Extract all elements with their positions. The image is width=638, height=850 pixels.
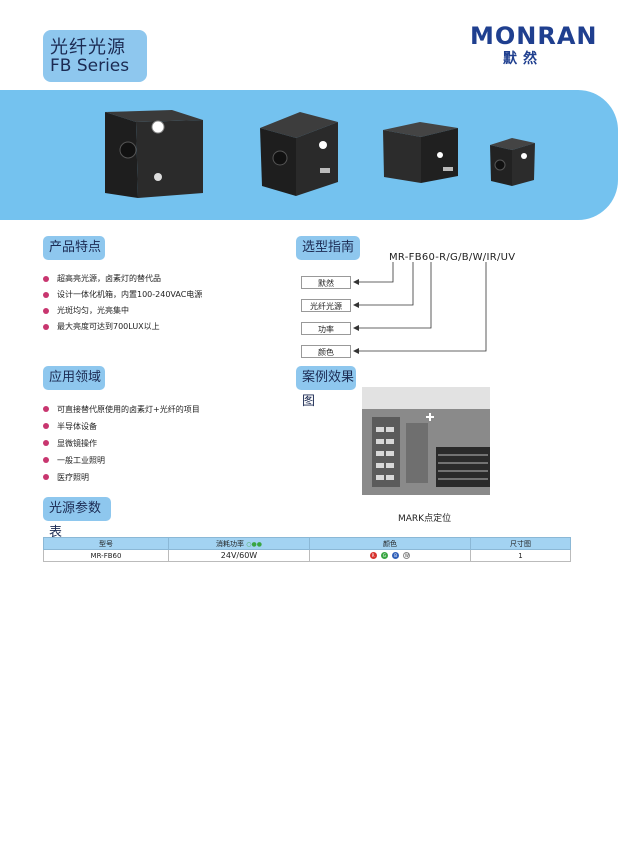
product-cube-mini [490, 138, 535, 186]
list-item: 一般工业照明 [43, 452, 200, 469]
list-item: 超高亮光源，卤素灯的替代品 [43, 271, 202, 287]
cell-model: MR-FB60 [43, 549, 169, 562]
option-color: 颜色 [301, 345, 351, 358]
option-power: 功率 [301, 322, 351, 335]
applications-heading: 应用领域 [43, 366, 105, 390]
spec-table: 型号 消耗功率 ○●● 颜色 尺寸图 MR-FB60 24V/60W R G B… [43, 537, 571, 562]
guide-connectors [353, 262, 487, 354]
case-heading: 案例效果图 [296, 366, 356, 409]
option-type: 光纤光源 [301, 299, 351, 312]
product-cube-large [105, 110, 203, 198]
features-heading: 产品特点 [43, 236, 105, 260]
color-green-icon: G [380, 552, 388, 559]
cell-power: 24V/60W [168, 549, 310, 562]
list-item: 显微镜操作 [43, 435, 200, 452]
power-status-dots-icon: ○●● [246, 540, 262, 548]
product-images [105, 110, 535, 198]
header-power-label: 消耗功率 [216, 539, 245, 548]
list-item: 光斑均匀，光亮集中 [43, 303, 202, 319]
product-cube-medium [260, 112, 338, 196]
color-blue-icon: B [392, 552, 400, 559]
applications-list: 可直接替代原使用的卤素灯+光纤的项目 半导体设备 显微镜操作 一般工业照明 医疗… [43, 401, 200, 486]
color-white-icon: W [403, 552, 411, 559]
model-code: MR-FB60-R/G/B/W/IR/UV [389, 252, 516, 263]
list-item: 医疗照明 [43, 469, 200, 486]
series-title-cn: 光纤光源 [50, 37, 126, 58]
list-item: 设计一体化机箱，内置100-240VAC电源 [43, 287, 202, 303]
header-size: 尺寸图 [470, 537, 571, 550]
cell-size-ref[interactable]: 1 [470, 549, 571, 562]
series-title-en: FB Series [50, 56, 130, 76]
brand-logo-text: MONRAN [470, 22, 598, 50]
product-banner [0, 90, 618, 220]
case-caption: MARK点定位 [398, 514, 452, 524]
header-model: 型号 [43, 537, 169, 550]
color-red-icon: R [369, 552, 377, 559]
guide-heading: 选型指南 [296, 236, 360, 260]
params-heading: 光源参数表 [43, 497, 111, 540]
series-title-box [43, 30, 147, 82]
brand-logo-cn: 默然 [503, 51, 543, 67]
list-item: 可直接替代原使用的卤素灯+光纤的项目 [43, 401, 200, 418]
table-header-row: 型号 消耗功率 ○●● 颜色 尺寸图 [43, 537, 571, 550]
option-brand: 默然 [301, 276, 351, 289]
case-image [362, 387, 490, 495]
cell-colors: R G B W [309, 549, 471, 562]
header-color: 颜色 [309, 537, 471, 550]
list-item: 半导体设备 [43, 418, 200, 435]
product-cube-small [383, 122, 458, 183]
features-list: 超高亮光源，卤素灯的替代品 设计一体化机箱，内置100-240VAC电源 光斑均… [43, 271, 202, 335]
table-row: MR-FB60 24V/60W R G B W 1 [43, 549, 571, 562]
list-item: 最大亮度可达到700LUX以上 [43, 319, 202, 335]
header-power: 消耗功率 ○●● [168, 537, 310, 550]
